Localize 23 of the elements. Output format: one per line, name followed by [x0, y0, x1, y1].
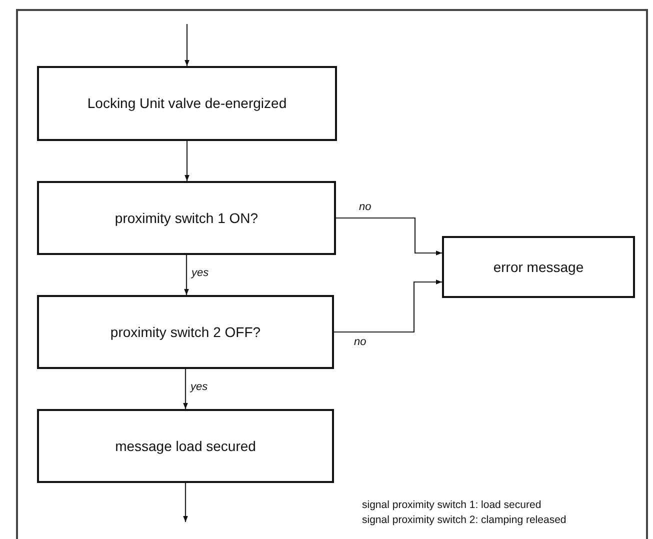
box-text: Locking Unit valve de-energized — [87, 94, 287, 114]
process-box — [37, 66, 337, 141]
box-text: proximity switch 2 OFF? — [110, 322, 261, 342]
arrow — [184, 141, 190, 181]
arrow — [183, 483, 188, 522]
arrow — [334, 280, 442, 333]
arrow — [336, 217, 442, 256]
edge-label: no — [353, 336, 368, 348]
box-text: error message — [493, 258, 584, 277]
edge-label: yes — [190, 267, 210, 279]
note-text: signal proximity switch 1: load secured — [362, 499, 542, 511]
arrow — [183, 369, 188, 409]
arrow — [184, 255, 189, 295]
note-text: signal proximity switch 2: clamping released — [362, 514, 566, 526]
process-box — [37, 295, 334, 369]
edge-label: no — [358, 201, 372, 213]
box-text: proximity switch 1 ON? — [114, 208, 258, 228]
edge-label: yes — [190, 381, 209, 393]
box-text: message load secured — [115, 436, 256, 456]
process-box — [37, 181, 336, 255]
arrow — [184, 24, 190, 66]
process-box — [442, 236, 635, 298]
process-box — [37, 409, 334, 483]
